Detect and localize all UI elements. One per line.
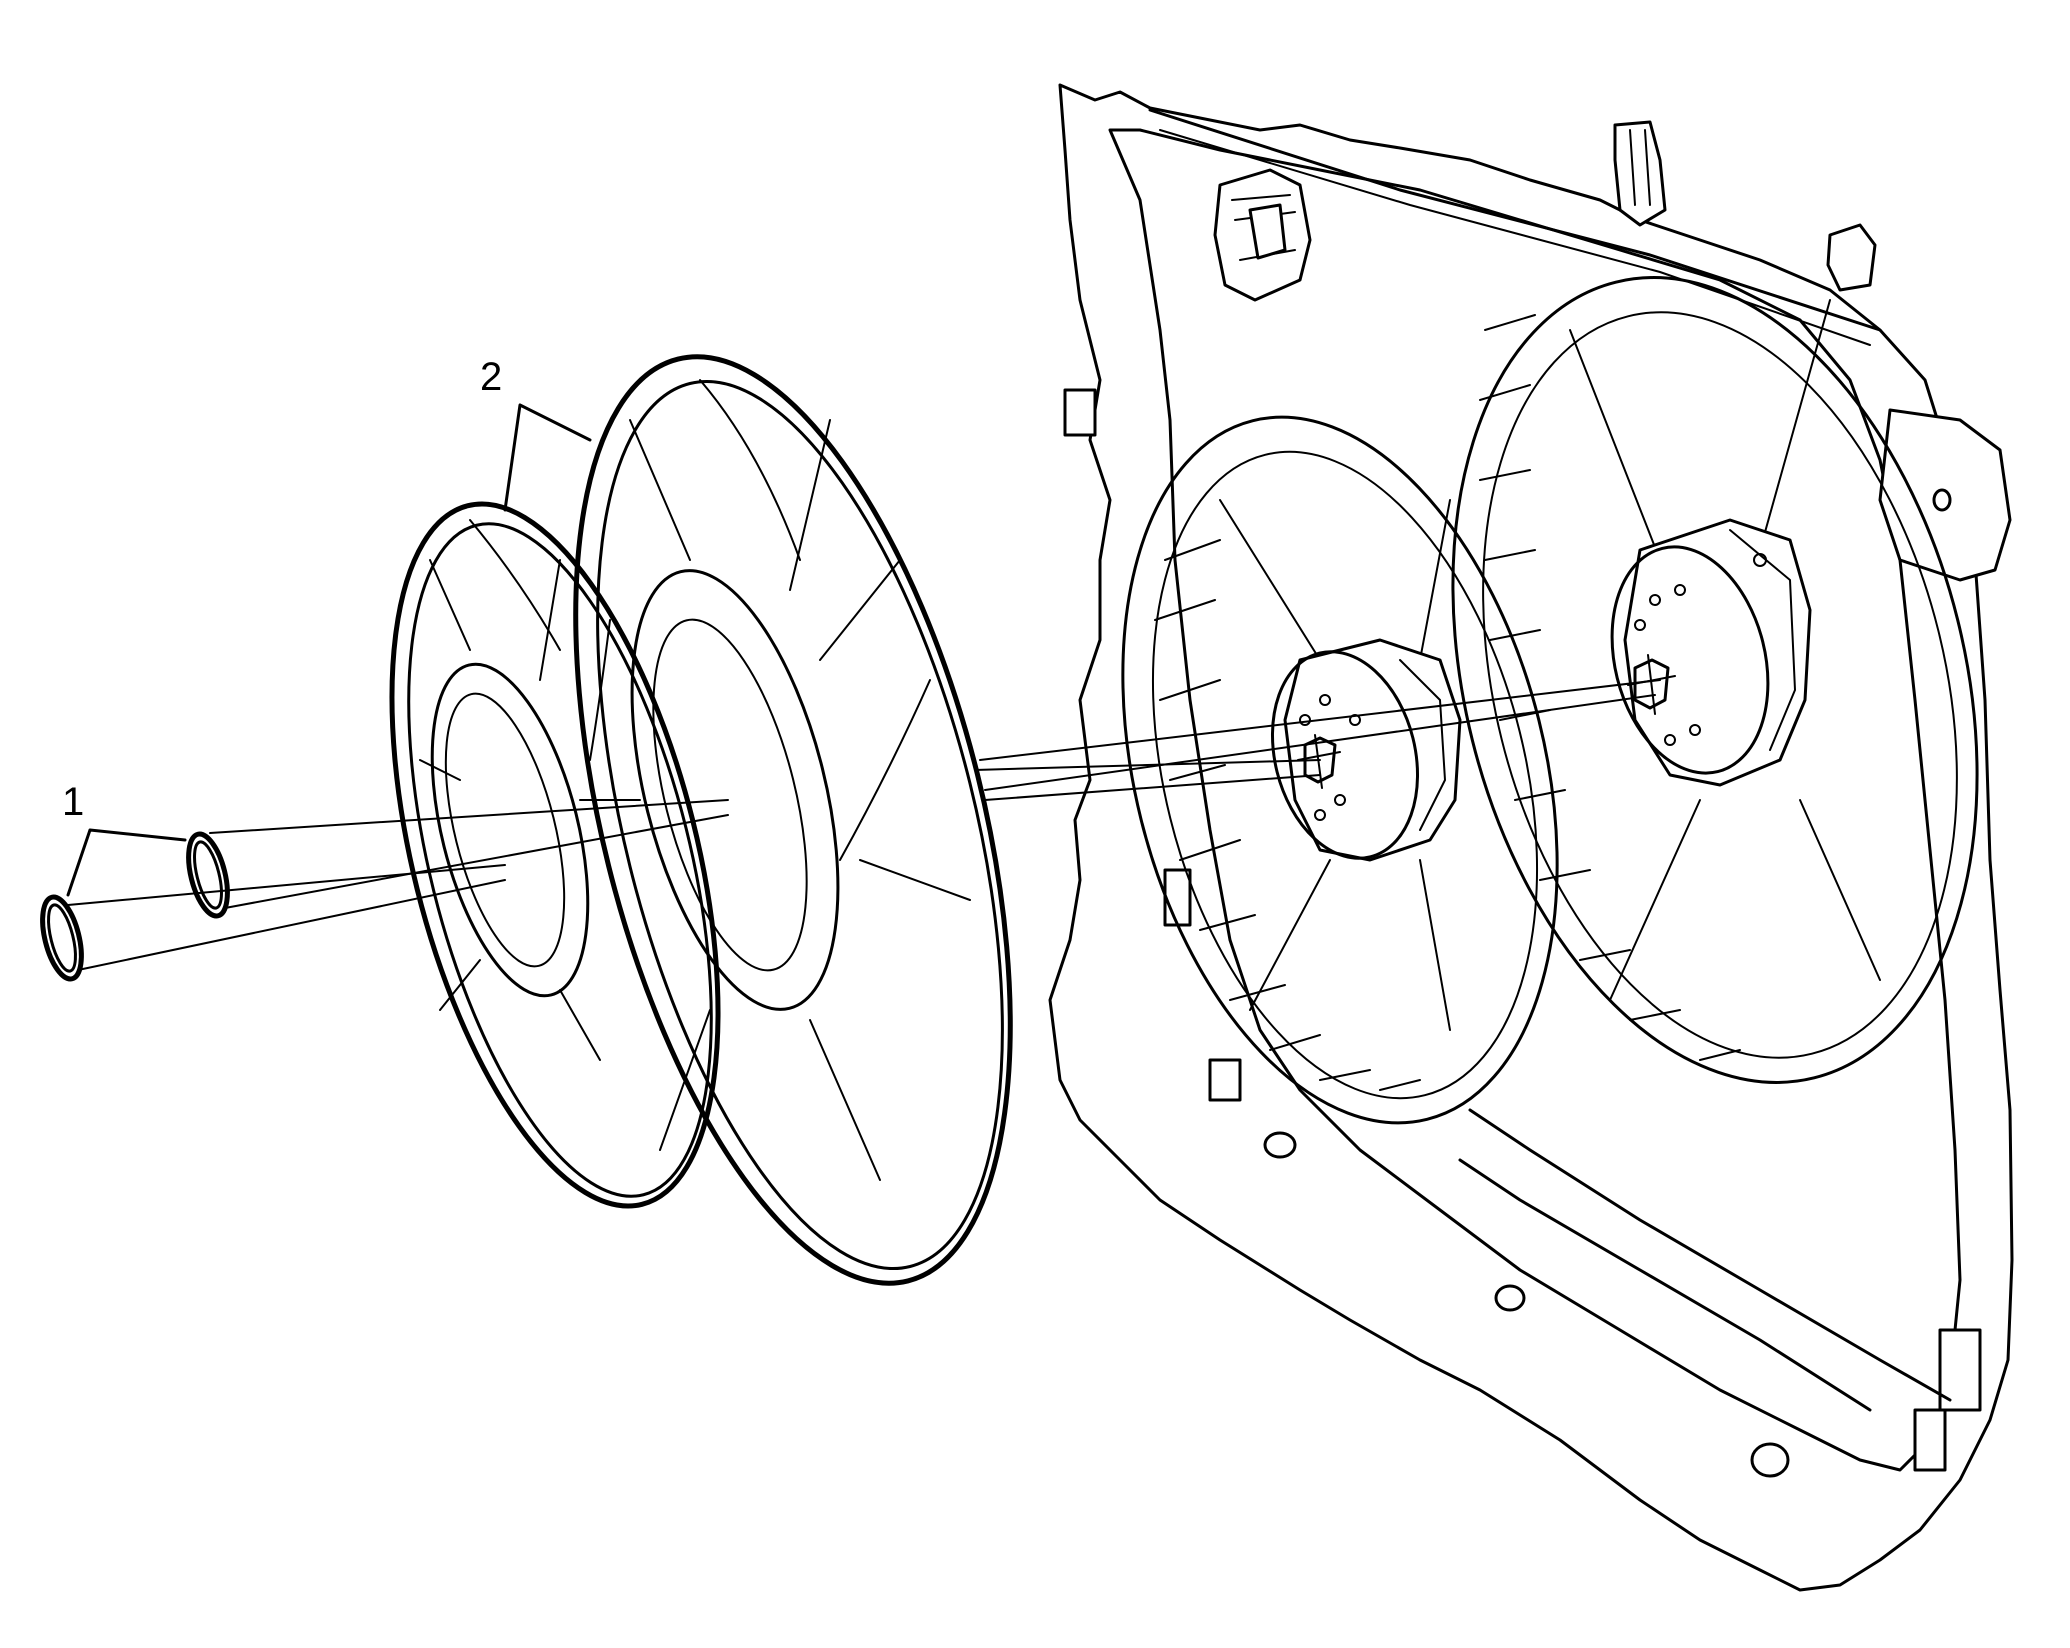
shroud-left-tabs bbox=[1063, 388, 1982, 1478]
callout-1: 1 bbox=[62, 780, 187, 897]
fan-shroud-assembly bbox=[1048, 83, 2014, 1592]
projection-lines bbox=[67, 679, 1661, 971]
left-fan-opening bbox=[1121, 415, 1559, 1125]
shroud-right-tab bbox=[1826, 223, 1877, 292]
small-fan-blade bbox=[389, 501, 721, 1209]
callout-2: 2 bbox=[480, 355, 592, 512]
electrical-connector-icon bbox=[1213, 168, 1312, 302]
right-fan-motor bbox=[1610, 518, 1812, 787]
shroud-top-bar-edge bbox=[1159, 129, 1871, 346]
callout-1-label: 1 bbox=[62, 780, 84, 824]
shroud-side-ear bbox=[1878, 408, 2012, 582]
retainer-ring-rear bbox=[186, 831, 230, 919]
callout-2-label: 2 bbox=[480, 355, 502, 399]
shroud-bottom-channel bbox=[1468, 1108, 1952, 1402]
large-fan-blade bbox=[573, 354, 1013, 1286]
shroud-bottom-channel-edge bbox=[1458, 1158, 1872, 1412]
retainer-ring-front bbox=[40, 894, 84, 982]
shroud-outer-frame bbox=[1048, 83, 2014, 1592]
left-fan-motor bbox=[1270, 638, 1462, 862]
shroud-top-bar bbox=[1148, 108, 1882, 332]
right-fan-opening bbox=[1451, 276, 1979, 1084]
mounting-tab-icon bbox=[1613, 120, 1667, 227]
